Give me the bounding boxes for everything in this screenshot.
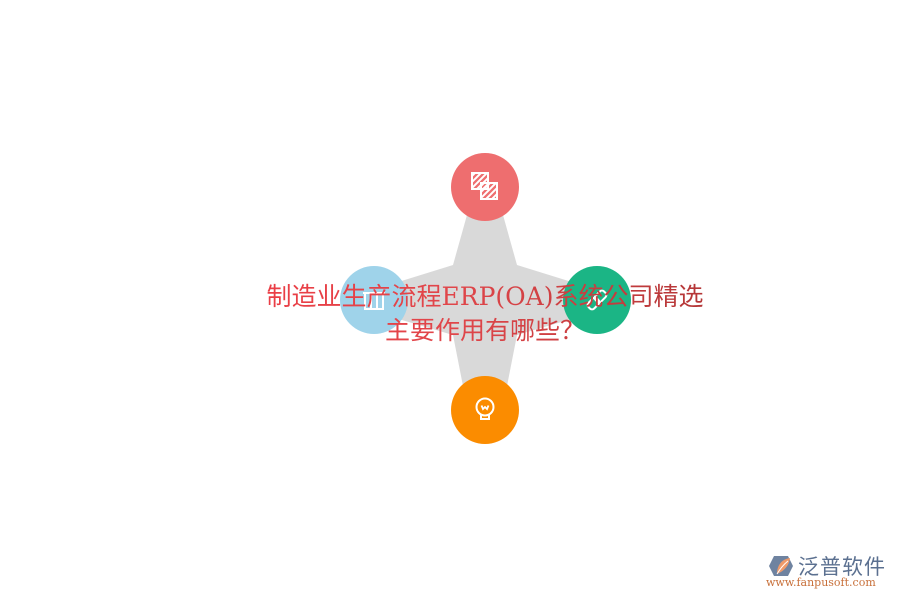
diagram-title: 制造业生产流程ERP(OA)系统公司精选 主要作用有哪些？ bbox=[200, 280, 770, 348]
node-top bbox=[451, 153, 519, 221]
fanpu-logo-icon bbox=[769, 556, 793, 576]
node-right bbox=[563, 266, 631, 334]
layers-striped-icon bbox=[471, 172, 498, 200]
node-left bbox=[340, 266, 408, 334]
link-icon bbox=[586, 289, 608, 311]
lightbulb-icon bbox=[475, 397, 495, 420]
grid-basket-icon bbox=[363, 292, 385, 310]
watermark-url: www.fanpusoft.com bbox=[766, 576, 876, 589]
node-bottom bbox=[451, 376, 519, 444]
title-line-2: 主要作用有哪些？ bbox=[384, 316, 585, 345]
title-line-1: 制造业生产流程ERP(OA)系统公司精选 bbox=[266, 282, 704, 311]
watermark-brand: 泛普软件 bbox=[798, 555, 886, 579]
watermark-logo: 泛普软件 www.fanpusoft.com bbox=[766, 551, 896, 593]
